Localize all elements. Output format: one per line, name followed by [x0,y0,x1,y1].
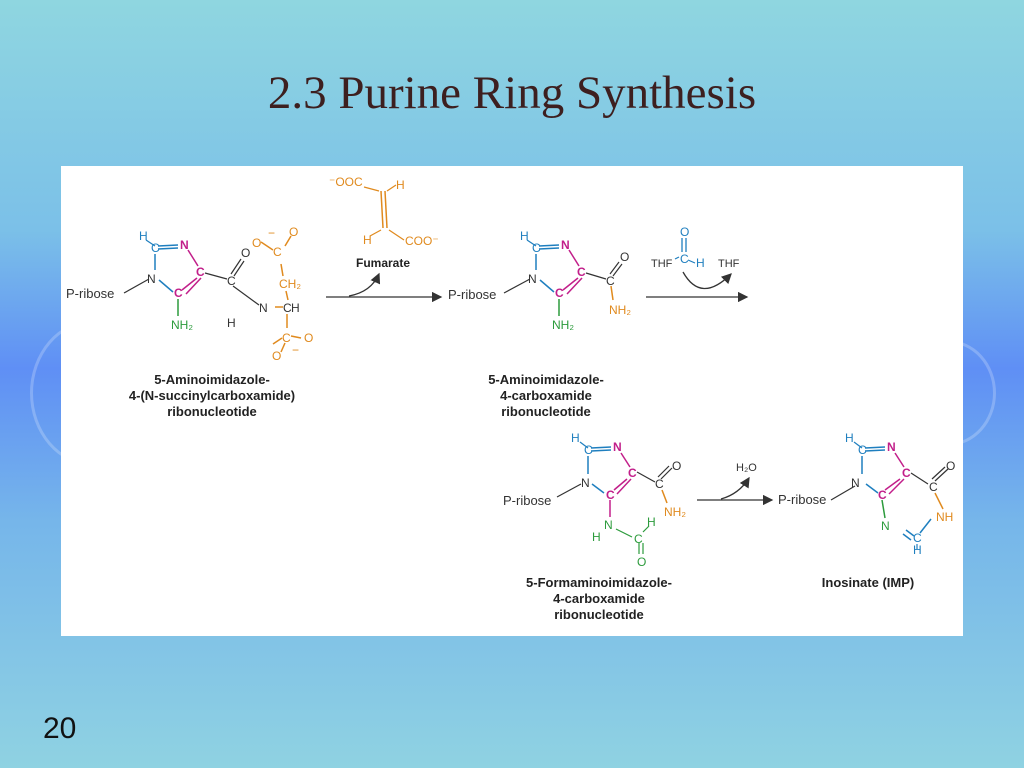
thf-label: THF [651,258,673,270]
atom-H: H [696,256,705,270]
atom-H: H [396,178,405,192]
atom-C: C [655,477,664,491]
fumarate-carboxylate: COO⁻ [405,234,439,248]
atom-O: O [680,225,689,239]
atom-O: O [272,349,281,363]
compound-name: 5-Aminoimidazole- [488,372,604,387]
atom-C: C [929,480,938,494]
atom-CH2: CH₂ [279,277,301,291]
atom-O: O [289,225,298,239]
charge-minus: − [292,343,299,357]
compound-name: Inosinate (IMP) [822,575,914,590]
saicar-structure: H C N N C C NH₂ C O N H O C O − CH₂ C H … [66,225,313,419]
atom-H: H [291,301,300,315]
atom-C: C [283,301,292,315]
water-label: H₂O [736,462,757,474]
release-arrow [348,272,381,297]
dehydration-step: H₂O [697,462,774,506]
atom-C: C [584,443,593,457]
compound-name: 4-carboxamide [500,388,592,403]
thf-label: THF [718,258,740,270]
atom-N: N [147,272,156,286]
atom-H: H [913,543,922,557]
atom-O: O [946,459,955,473]
slide-title: 2.3 Purine Ring Synthesis [267,67,757,119]
atom-C: C [913,531,922,545]
atom-C: C [151,241,160,255]
atom-N: N [180,238,189,252]
atom-C: C [606,274,615,288]
atom-H: H [647,515,656,529]
atom-C: C [606,488,615,502]
atom-NH2: NH₂ [664,505,686,519]
p-ribose-label: P-ribose [448,287,496,302]
fumarate-reagent: ⁻OOC H H COO⁻ Fumarate [326,175,443,303]
atom-H: H [592,530,601,544]
atom-C: C [227,274,236,288]
compound-name: ribonucleotide [501,404,591,419]
atom-N: N [851,476,860,490]
faicar-structure: H C N N C C N H C H O C O NH₂ P-ribose 5… [503,431,686,622]
atom-N: N [581,476,590,490]
atom-C: C [634,532,643,546]
atom-N: N [613,440,622,454]
reaction-diagram: H C N N C C NH₂ C O N H O C O − CH₂ C H … [61,166,963,636]
atom-O: O [620,250,629,264]
thf-curved-arrow [682,271,732,290]
compound-name: 5-Aminoimidazole- [154,372,270,387]
atom-H: H [520,229,529,243]
atom-C: C [680,252,689,266]
atom-C: C [174,286,183,300]
atom-O: O [241,246,250,260]
release-arrow [720,476,750,500]
p-ribose-label: P-ribose [778,492,826,507]
compound-name: 4-(N-succinylcarboxamide) [129,388,295,403]
charge-minus: − [268,226,275,240]
imp-structure: H C N N C C C O NH N C H P-ribose Inosin… [778,431,955,590]
compound-name: ribonucleotide [167,404,257,419]
atom-NH2: NH₂ [171,318,193,332]
atom-N: N [561,238,570,252]
p-ribose-label: P-ribose [503,493,551,508]
atom-NH2: NH₂ [609,303,631,317]
atom-C: C [532,241,541,255]
compound-name: 4-carboxamide [553,591,645,606]
compound-name: ribonucleotide [554,607,644,622]
atom-H: H [139,229,148,243]
atom-H: H [845,431,854,445]
fumarate-label: Fumarate [356,256,410,270]
slide-number: 20 [43,712,77,745]
aicar-structure: H C N N C C NH₂ C O NH₂ P-ribose 5-Amino… [448,229,631,419]
atom-C: C [878,488,887,502]
atom-C: C [282,331,291,345]
atom-N: N [528,272,537,286]
atom-N: N [887,440,896,454]
atom-N: N [259,301,268,315]
atom-C: C [902,466,911,480]
atom-H: H [571,431,580,445]
formyl-transfer: O C H THF THF [646,225,749,303]
p-ribose-label: P-ribose [66,286,114,301]
atom-C: C [555,286,564,300]
atom-O: O [252,236,261,250]
atom-H: H [227,316,236,330]
atom-N: N [881,519,890,533]
atom-O: O [637,555,646,569]
reaction-diagram-svg: H C N N C C NH₂ C O N H O C O − CH₂ C H … [66,175,955,622]
atom-C: C [577,265,586,279]
atom-C: C [196,265,205,279]
compound-name: 5-Formaminoimidazole- [526,575,672,590]
atom-NH2: NH₂ [552,318,574,332]
atom-NH: NH [936,510,953,524]
atom-C: C [628,466,637,480]
atom-H: H [363,233,372,247]
atom-C: C [858,443,867,457]
atom-O: O [304,331,313,345]
atom-N: N [604,518,613,532]
atom-O: O [672,459,681,473]
atom-C: C [273,245,282,259]
fumarate-carboxylate: ⁻OOC [329,175,363,189]
